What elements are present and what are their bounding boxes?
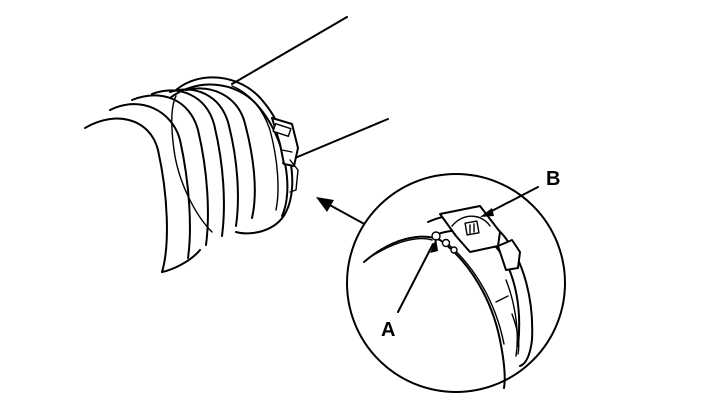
callout-label-a: A bbox=[381, 319, 395, 341]
boot-bellows bbox=[84, 85, 279, 273]
detail-magnifier bbox=[346, 173, 566, 393]
callout-leader-a bbox=[397, 238, 438, 313]
detail-pointer-arrow bbox=[316, 197, 369, 227]
driveshaft bbox=[231, 16, 389, 164]
callout-leader-b bbox=[480, 186, 539, 217]
boot-clamp-band bbox=[169, 76, 299, 235]
callout-label-b: B bbox=[546, 168, 560, 190]
